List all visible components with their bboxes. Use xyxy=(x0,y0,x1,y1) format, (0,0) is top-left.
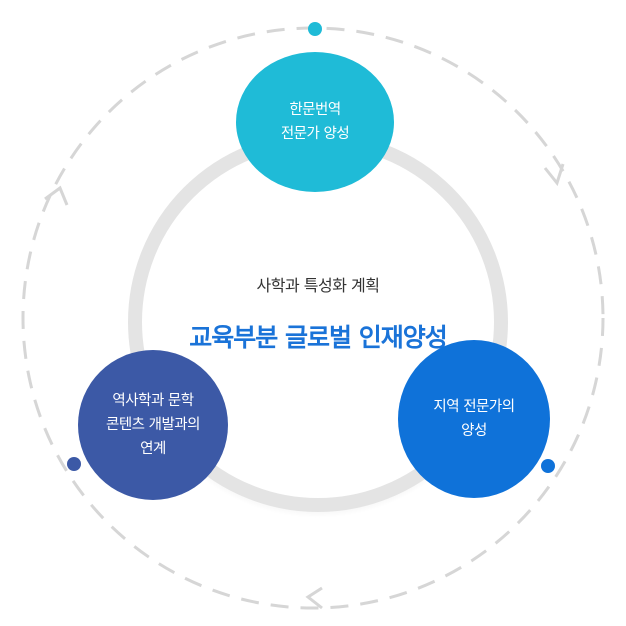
node-left-line-3: 연계 xyxy=(140,441,166,457)
arrow-bottom-icon xyxy=(305,586,323,610)
center-text-block: 사학과 특성화 계획 교육부분 글로벌 인재양성 xyxy=(138,142,498,502)
center-title: 교육부분 글로벌 인재양성 xyxy=(189,323,447,352)
center-subtitle: 사학과 특성화 계획 xyxy=(256,276,380,295)
node-history-literature[interactable]: 역사학과 문학 콘텐츠 개발과의 연계 xyxy=(78,350,228,500)
node-right-line-2: 양성 xyxy=(461,423,487,439)
node-hanmun-translation[interactable]: 한문번역 전문가 양성 xyxy=(236,52,394,192)
ring-dot-right xyxy=(541,459,555,473)
node-top-line-1: 한문번역 xyxy=(289,102,341,118)
node-regional-expert[interactable]: 지역 전문가의 양성 xyxy=(398,340,550,498)
arrow-right-icon xyxy=(543,163,565,187)
arrow-left-icon xyxy=(44,185,69,206)
ring-dot-top xyxy=(308,22,322,36)
node-top-line-2: 전문가 양성 xyxy=(280,126,350,142)
ring-dot-left xyxy=(67,457,81,471)
node-right-line-1: 지역 전문가의 xyxy=(433,399,515,415)
node-left-line-2: 콘텐츠 개발과의 xyxy=(106,417,201,433)
node-left-line-1: 역사학과 문학 xyxy=(112,393,194,409)
